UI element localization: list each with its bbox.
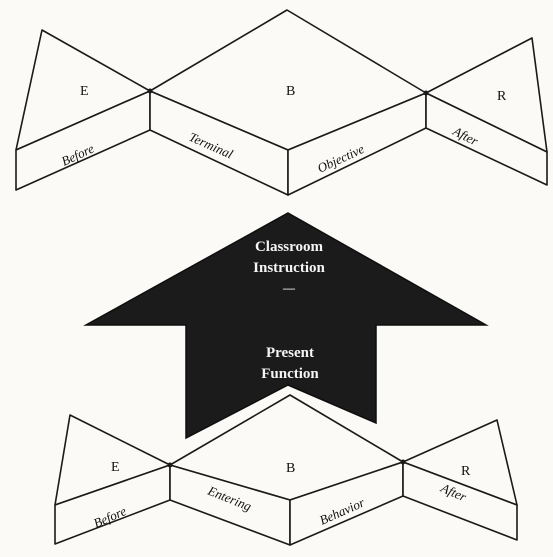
top-left-vertex xyxy=(148,89,153,94)
arrow-label-instruction: Instruction xyxy=(253,260,325,276)
arrow-label-classroom: Classroom xyxy=(255,239,324,255)
arrow-label-present: Present xyxy=(266,345,314,361)
top-letter-e: E xyxy=(80,84,89,99)
bottom-letter-r: R xyxy=(461,464,471,479)
top-right-vertex xyxy=(424,91,429,96)
bottom-letter-e: E xyxy=(111,460,120,475)
bottom-letter-b: B xyxy=(286,461,295,476)
top-letter-b: B xyxy=(286,84,295,99)
top-letter-r: R xyxy=(497,89,507,104)
top-ebr-model: E B R Before Terminal Objective After xyxy=(16,10,547,195)
bottom-left-vertex xyxy=(168,463,173,468)
arrow-separator: — xyxy=(282,281,296,295)
bottom-right-vertex xyxy=(401,460,406,465)
arrow-label-function: Function xyxy=(261,366,319,382)
bottom-ebr-model: E B R Before Entering Behavior After xyxy=(55,395,517,545)
